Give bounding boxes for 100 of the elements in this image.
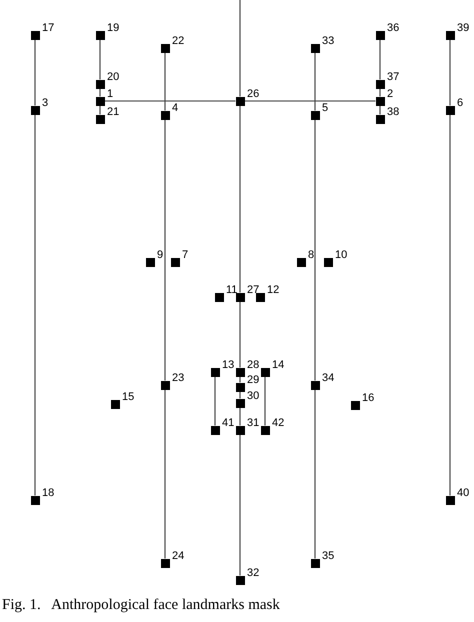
connector-line: [239, 434, 241, 576]
landmark-number: 1: [107, 89, 114, 100]
connector-line: [164, 390, 166, 558]
connector-line: [239, 106, 241, 292]
landmark-marker: [30, 30, 40, 40]
landmark-number: 33: [322, 36, 334, 47]
landmark-number: 7: [182, 250, 188, 261]
landmark-number: 4: [172, 103, 178, 114]
landmark-number: 39: [457, 23, 470, 34]
landmark-number: 38: [387, 107, 400, 118]
landmark-number: 8: [308, 250, 314, 261]
landmark-number: 10: [335, 250, 348, 261]
landmark-marker: [310, 110, 320, 120]
landmark-number: 16: [362, 393, 374, 404]
landmark-number: 12: [267, 285, 280, 296]
landmark-number: 32: [247, 568, 260, 579]
connector-line: [264, 376, 266, 426]
landmark-marker: [96, 96, 104, 106]
landmark-number: 22: [172, 36, 184, 47]
landmark-marker: [236, 426, 244, 434]
landmark-number: 17: [42, 23, 54, 34]
landmark-number: 27: [247, 285, 260, 296]
landmark-marker: [160, 380, 170, 390]
connector-line: [104, 100, 236, 102]
connector-line: [99, 40, 101, 80]
landmark-marker: [160, 110, 170, 120]
landmark-marker: [446, 30, 454, 40]
landmark-marker: [236, 96, 244, 106]
landmark-number: 21: [107, 107, 120, 118]
connector-line: [164, 52, 166, 110]
landmark-marker: [170, 258, 180, 266]
connector-line: [239, 302, 241, 368]
connector-line: [449, 40, 451, 106]
landmark-marker: [96, 80, 104, 88]
landmark-number: 6: [457, 98, 464, 109]
landmark-marker: [296, 258, 306, 266]
landmark-number: 20: [107, 72, 120, 83]
connector-line: [379, 40, 381, 80]
landmark-number: 13: [222, 360, 234, 371]
landmark-number: 11: [226, 285, 238, 296]
landmark-marker: [310, 44, 320, 52]
landmark-marker: [110, 400, 120, 408]
connector-line: [34, 40, 36, 106]
landmark-number: 36: [387, 23, 400, 34]
landmark-marker: [256, 292, 264, 302]
landmark-number: 2: [387, 89, 394, 100]
landmark-marker: [446, 106, 454, 114]
landmark-marker: [30, 496, 40, 504]
connector-line: [244, 100, 376, 102]
landmark-marker: [376, 30, 384, 40]
landmark-marker: [236, 368, 244, 376]
figure-caption: Fig. 1. Anthropological face landmarks mask: [2, 597, 280, 614]
landmark-number: 15: [122, 392, 134, 403]
landmark-number: 29: [247, 375, 260, 386]
landmark-marker: [324, 258, 332, 266]
landmark-marker: [446, 496, 454, 504]
landmark-marker: [236, 398, 244, 408]
landmark-number: 37: [387, 72, 400, 83]
landmark-marker: [146, 258, 154, 266]
connector-line: [449, 114, 451, 496]
landmark-marker: [310, 558, 320, 568]
landmark-marker: [260, 426, 270, 434]
landmark-number: 14: [272, 360, 284, 371]
landmark-number: 26: [247, 89, 260, 100]
landmark-marker: [236, 292, 244, 302]
landmark-number: 41: [222, 418, 234, 429]
connector-line: [314, 390, 316, 558]
landmark-marker: [310, 380, 320, 390]
landmark-number: 28: [247, 360, 260, 371]
landmark-number: 24: [172, 551, 184, 562]
connector-line: [214, 376, 216, 426]
landmark-marker: [376, 80, 384, 88]
landmark-marker: [214, 292, 224, 302]
landmark-number: 3: [42, 98, 48, 109]
landmark-marker: [260, 368, 270, 376]
connector-line: [164, 120, 166, 380]
landmark-marker: [160, 558, 170, 568]
landmark-number: 23: [172, 373, 184, 384]
connector-line: [239, 408, 241, 426]
landmark-marker: [350, 400, 360, 410]
landmark-marker: [210, 426, 220, 434]
landmark-marker: [160, 44, 170, 52]
landmark-number: 34: [322, 373, 334, 384]
landmark-marker: [96, 30, 104, 40]
connector-line: [314, 52, 316, 110]
landmark-marker: [210, 368, 220, 376]
landmark-marker: [236, 382, 244, 392]
landmark-marker: [30, 106, 40, 114]
landmark-marker: [376, 114, 384, 124]
connector-line: [314, 120, 316, 380]
landmark-number: 31: [247, 418, 260, 429]
landmark-number: 9: [157, 250, 164, 261]
connector-line: [34, 114, 36, 496]
landmark-number: 5: [322, 103, 328, 114]
landmark-number: 40: [457, 488, 470, 499]
landmark-number: 19: [107, 23, 120, 34]
landmark-number: 30: [247, 391, 260, 402]
landmark-number: 42: [272, 418, 284, 429]
connector-line: [239, 0, 241, 96]
landmark-number: 18: [42, 488, 54, 499]
